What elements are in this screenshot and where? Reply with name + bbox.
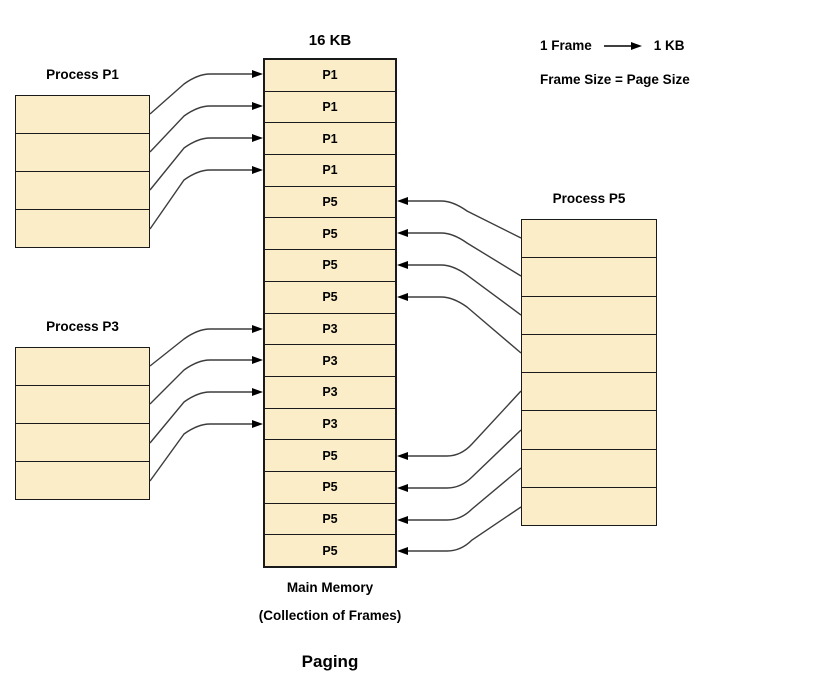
process-p1-label: Process P1 xyxy=(46,67,119,82)
memory-frame-cell: P3 xyxy=(265,375,395,408)
arrow-p5-page8-frame16 xyxy=(397,506,522,555)
process-p5-page-row xyxy=(522,295,656,334)
memory-frame-cell: P1 xyxy=(322,68,338,83)
process-p5-page-row xyxy=(522,220,656,257)
process-p1-box xyxy=(15,95,150,248)
process-p5-page-row xyxy=(522,410,656,448)
arrow-p5-page1-frame5 xyxy=(397,197,522,239)
memory-frame-cell: P5 xyxy=(265,185,395,218)
arrow-p3-page2-frame10 xyxy=(149,356,263,405)
memory-caption-line2: (Collection of Frames) xyxy=(258,608,402,623)
memory-frame-cell: P3 xyxy=(265,407,395,440)
process-p5-page-row xyxy=(522,372,656,410)
process-p1-page-row xyxy=(16,96,149,133)
arrow-p5-page4-frame8 xyxy=(397,293,522,354)
process-p3-page-row xyxy=(16,385,149,423)
process-p1-page-row xyxy=(16,209,149,247)
arrow-p3-page3-frame11 xyxy=(149,388,263,444)
process-p5-page-row xyxy=(522,257,656,295)
process-p5-page-row xyxy=(522,486,656,525)
process-p5-box xyxy=(521,219,657,526)
legend-equation: Frame Size = Page Size xyxy=(540,72,690,87)
arrow-p5-page6-frame14 xyxy=(397,429,522,492)
memory-frame-cell: P5 xyxy=(265,439,395,471)
memory-frame-cell: P1 xyxy=(265,122,395,154)
arrow-p1-page3-frame3 xyxy=(149,134,263,191)
arrow-p1-page2-frame2 xyxy=(149,102,263,153)
process-p3-box xyxy=(15,347,150,500)
memory-frame-cell: P5 xyxy=(265,217,395,249)
process-p3-page-row xyxy=(16,423,149,461)
legend-frame-text: 1 Frame xyxy=(540,38,592,53)
memory-frame-cell: P5 xyxy=(265,470,395,503)
arrow-p5-page5-frame13 xyxy=(397,390,522,460)
memory-frame-cell: P5 xyxy=(265,502,395,535)
arrow-p5-page3-frame7 xyxy=(397,261,522,316)
main-memory-column: P1 P1 P1 P1 P5 P5 P5 P5 P3 P3 P3 P3 P5 P… xyxy=(263,58,397,568)
memory-caption-line1: Main Memory xyxy=(286,580,374,595)
process-p5-page-row xyxy=(522,333,656,372)
process-p3-page-row xyxy=(16,348,149,385)
memory-frame-cell: P1 xyxy=(265,154,395,186)
right-arrow-icon xyxy=(603,41,642,50)
process-p1-page-row xyxy=(16,133,149,171)
arrow-p3-page1-frame9 xyxy=(149,325,263,367)
diagram-title: Paging xyxy=(301,652,359,671)
legend-frame-size: 1 Frame 1 KB xyxy=(540,38,685,53)
arrow-p5-page7-frame15 xyxy=(397,467,522,524)
memory-frame-cell: P3 xyxy=(265,344,395,376)
process-p5-page-row xyxy=(522,448,656,487)
process-p1-page-row xyxy=(16,171,149,209)
memory-frame-cell: P5 xyxy=(265,534,395,566)
memory-frame-cell: P5 xyxy=(265,280,395,313)
arrow-p3-page4-frame12 xyxy=(149,420,263,482)
arrow-p5-page2-frame6 xyxy=(397,229,522,277)
process-p3-label: Process P3 xyxy=(46,319,119,334)
memory-frame-cell: P1 xyxy=(265,90,395,123)
arrow-p1-page4-frame4 xyxy=(149,166,263,230)
arrow-p1-page1-frame1 xyxy=(149,70,263,115)
legend-frame-value: 1 KB xyxy=(653,38,685,53)
memory-frame-cell: P5 xyxy=(265,249,395,281)
memory-size-label: 16 KB xyxy=(308,32,352,49)
memory-frame-cell: P3 xyxy=(265,312,395,345)
process-p3-page-row xyxy=(16,461,149,499)
process-p5-label: Process P5 xyxy=(552,191,626,206)
